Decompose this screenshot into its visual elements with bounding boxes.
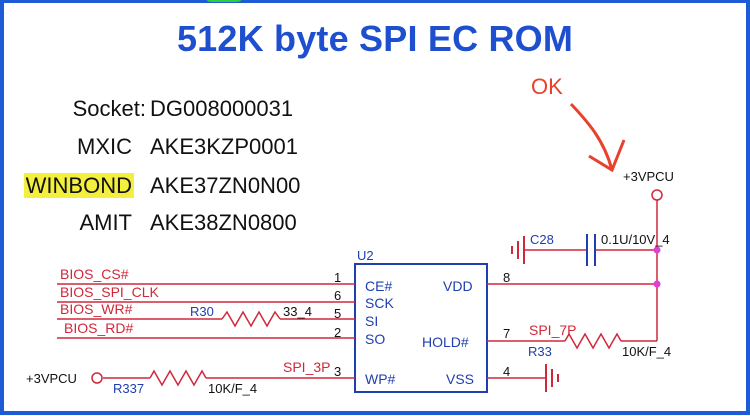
ref-r337: R337 [113, 381, 144, 396]
value-r30: 33_4 [283, 304, 312, 319]
net-label-power-top: +3VPCU [623, 169, 674, 184]
pin-name-wp: WP# [365, 371, 396, 387]
pin-name-vss: VSS [446, 371, 474, 387]
pin-name-si: SI [365, 313, 378, 329]
pin-num-1: 1 [334, 270, 341, 285]
highlight-mark: WINBOND [23, 173, 134, 198]
net-label-bios-rd: BIOS_RD# [64, 320, 133, 336]
page-title: 512K byte SPI EC ROM [176, 18, 574, 59]
ok-arrowhead-icon [588, 139, 626, 173]
part-label-mxic: MXIC [77, 134, 132, 159]
pin-name-so: SO [365, 331, 385, 347]
net-label-bios-cs: BIOS_CS# [60, 266, 129, 282]
resistor-r337-icon [149, 369, 207, 387]
pin-num-7: 7 [503, 326, 510, 341]
pin-name-ce: CE# [365, 278, 392, 294]
net-label-spi-7p: SPI_7P [529, 322, 576, 338]
net-label-bios-clk: BIOS_SPI_CLK [60, 284, 159, 300]
pin-name-vdd: VDD [443, 278, 473, 294]
ref-r30: R30 [190, 304, 214, 319]
pin-name-hold: HOLD# [422, 334, 469, 350]
value-c28: 0.1U/10V_4 [601, 232, 670, 247]
net-label-power-left: +3VPCU [26, 371, 77, 386]
part-value-socket: DG008000031 [150, 96, 294, 121]
pin-num-4: 4 [503, 364, 510, 379]
net-label-bios-wr: BIOS_WR# [60, 301, 133, 317]
pin-name-sck: SCK [365, 295, 394, 311]
part-label-socket: Socket: [72, 96, 146, 121]
value-r33: 10K/F_4 [622, 344, 671, 359]
resistor-r33-icon [564, 332, 622, 350]
pin-num-5: 5 [334, 306, 341, 321]
junction-dot [653, 246, 661, 254]
junction-dot [653, 280, 661, 288]
net-label-spi-3p: SPI_3P [283, 359, 330, 375]
ref-c28: C28 [530, 232, 554, 247]
pin-num-2: 2 [334, 325, 341, 340]
power-flag-top-icon [651, 189, 663, 201]
tab-indicator [205, 0, 243, 2]
chip-u2-body [354, 263, 488, 393]
ref-r33: R33 [528, 344, 552, 359]
chip-u2-ref: U2 [357, 248, 374, 263]
pin-num-8: 8 [503, 270, 510, 285]
ok-annotation: OK [531, 74, 563, 99]
resistor-r30-icon [221, 310, 281, 328]
part-value-mxic: AKE3KZP0001 [150, 134, 298, 159]
part-value-amit: AKE38ZN0800 [150, 210, 297, 235]
value-r337: 10K/F_4 [208, 381, 257, 396]
pin-num-6: 6 [334, 288, 341, 303]
pin-num-3: 3 [334, 364, 341, 379]
ok-arrow-icon [569, 102, 614, 171]
part-label-winbond: WINBOND [4, 173, 134, 199]
power-flag-left-icon [91, 372, 103, 384]
part-label-amit: AMIT [79, 210, 132, 235]
part-value-winbond: AKE37ZN0N00 [150, 173, 301, 198]
